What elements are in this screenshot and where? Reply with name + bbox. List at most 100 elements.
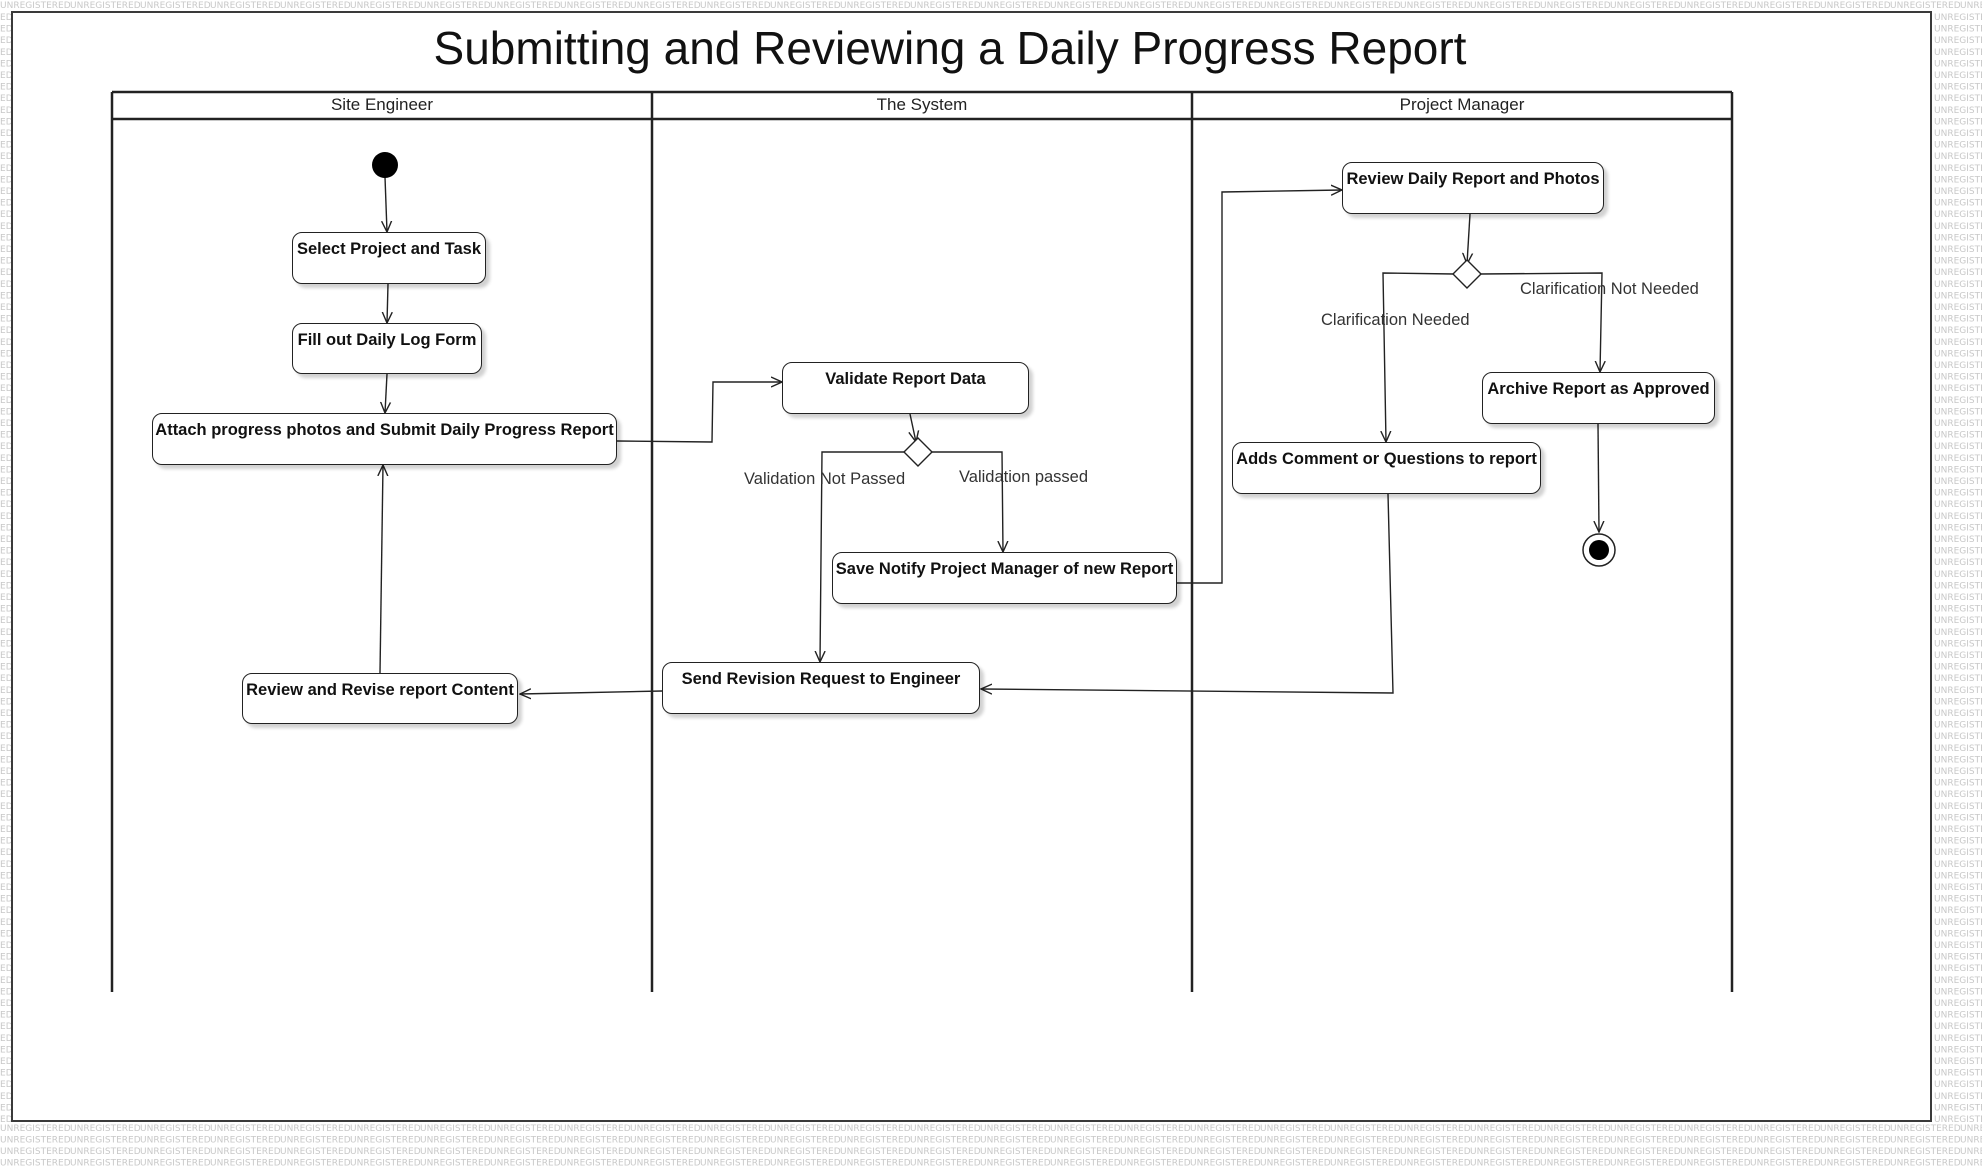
watermark-text: UNREGISTERED (1934, 407, 1982, 417)
watermark-text: UNREGISTERED (1750, 1159, 1821, 1169)
watermark-text: UNREGISTERED (0, 1103, 13, 1113)
watermark-text: UNREGISTERED (0, 1045, 13, 1055)
watermark-text: UNREGISTERED (0, 581, 13, 591)
watermark-text: UNREGISTERED (910, 1, 981, 11)
watermark-text: UNREGISTERED (0, 1034, 13, 1044)
flow-validation-passed (932, 451, 1003, 552)
watermark-text: UNREGISTERED (0, 1, 71, 11)
watermark-text: UNREGISTERED (1470, 1147, 1541, 1157)
watermark-text: UNREGISTERED (0, 616, 13, 626)
watermark-text: UNREGISTERED (1934, 848, 1982, 858)
watermark-text: UNREGISTERED (1934, 1092, 1982, 1102)
watermark-text: UNREGISTERED (1934, 233, 1982, 243)
watermark-text: UNREGISTERED (1934, 338, 1982, 348)
watermark-text: UNREGISTERED (1934, 523, 1982, 533)
watermark-text: UNREGISTERED (770, 1136, 841, 1146)
watermark-text: UNREGISTERED (1470, 1136, 1541, 1146)
watermark-text: UNREGISTERED (0, 663, 13, 673)
watermark-text: UNREGISTERED (1960, 1147, 1982, 1157)
lane-the-system: The System (876, 95, 968, 114)
watermark-text: UNREGISTERED (1934, 199, 1982, 209)
watermark-text: UNREGISTERED (350, 1124, 421, 1134)
watermark-text: UNREGISTERED (0, 465, 13, 475)
watermark-text: UNREGISTERED (1750, 1136, 1821, 1146)
watermark-text: UNREGISTERED (350, 1, 421, 11)
watermark-text: UNREGISTERED (0, 129, 13, 139)
watermark-text: UNREGISTERED (140, 1136, 211, 1146)
watermark-text: UNREGISTERED (630, 1136, 701, 1146)
watermark-text: UNREGISTERED (770, 1159, 841, 1169)
watermark-text: UNREGISTERED (1934, 1022, 1982, 1032)
watermark-text: UNREGISTERED (1190, 1136, 1261, 1146)
watermark-text: UNREGISTERED (1400, 1147, 1471, 1157)
watermark-text: UNREGISTERED (350, 1147, 421, 1157)
watermark-text: UNREGISTERED (0, 152, 13, 162)
watermark-text: UNREGISTERED (1820, 1147, 1891, 1157)
watermark-text: UNREGISTERED (910, 1124, 981, 1134)
watermark-text: UNREGISTERED (1750, 1147, 1821, 1157)
flow-start-to-select (385, 176, 387, 232)
watermark-text: UNREGISTERED (0, 106, 13, 116)
watermark-text: UNREGISTERED (0, 442, 13, 452)
action-review-and-revise-report: Review and Revise report Content (242, 673, 518, 724)
watermark-text: UNREGISTERED (910, 1159, 981, 1169)
watermark-text: UNREGISTERED (0, 779, 13, 789)
watermark-text: UNREGISTERED (910, 1136, 981, 1146)
watermark-text: UNREGISTERED (1934, 1011, 1982, 1021)
watermark-text: UNREGISTERED (1934, 465, 1982, 475)
action-fill-out-daily-log-form: Fill out Daily Log Form (292, 323, 482, 374)
watermark-text: UNREGISTERED (0, 349, 13, 359)
watermark-text: UNREGISTERED (700, 1124, 771, 1134)
watermark-text: UNREGISTERED (1934, 326, 1982, 336)
watermark-text: UNREGISTERED (0, 291, 13, 301)
action-validate-report-data: Validate Report Data (782, 362, 1029, 414)
watermark-text: UNREGISTERED (0, 1057, 13, 1067)
watermark-text: UNREGISTERED (490, 1147, 561, 1157)
watermark-text: UNREGISTERED (1934, 825, 1982, 835)
watermark-text: UNREGISTERED (0, 767, 13, 777)
watermark-text: UNREGISTERED (1260, 1147, 1331, 1157)
watermark-text: UNREGISTERED (0, 1124, 71, 1134)
watermark-text: UNREGISTERED (1934, 581, 1982, 591)
watermark-text: UNREGISTERED (0, 245, 13, 255)
watermark-text: UNREGISTERED (1680, 1, 1751, 11)
watermark-text: UNREGISTERED (0, 953, 13, 963)
watermark-text: UNREGISTERED (1934, 883, 1982, 893)
watermark-text: UNREGISTERED (0, 964, 13, 974)
watermark-text: UNREGISTERED (0, 570, 13, 580)
guard-validation-passed: Validation passed (959, 468, 1089, 486)
watermark-text: UNREGISTERED (0, 697, 13, 707)
watermark-text: UNREGISTERED (1934, 500, 1982, 510)
watermark-text: UNREGISTERED (1260, 1159, 1331, 1169)
watermark-text: UNREGISTERED (1934, 454, 1982, 464)
watermark-text: UNREGISTERED (1934, 1115, 1982, 1125)
flow-review-to-decision (1467, 213, 1470, 264)
watermark-text: UNREGISTERED (1934, 83, 1982, 93)
flow-validation-not-passed (820, 451, 904, 662)
watermark-text: UNREGISTERED (0, 628, 13, 638)
watermark-text: UNREGISTERED (1890, 1, 1961, 11)
watermark-text: UNREGISTERED (1934, 709, 1982, 719)
watermark-text: UNREGISTERED (1934, 547, 1982, 557)
watermark-text: UNREGISTERED (980, 1159, 1051, 1169)
watermark-text: UNREGISTERED (1934, 1103, 1982, 1113)
watermark-text: UNREGISTERED (1934, 721, 1982, 731)
diagram-title: Submitting and Reviewing a Daily Progres… (433, 22, 1467, 74)
flow-archive-to-end (1598, 423, 1599, 532)
watermark-text: UNREGISTERED (560, 1124, 631, 1134)
watermark-text: UNREGISTERED (0, 59, 13, 69)
watermark-text: UNREGISTERED (0, 987, 13, 997)
watermark-text: UNREGISTERED (1540, 1159, 1611, 1169)
watermark-text: UNREGISTERED (490, 1124, 561, 1134)
watermark-text: UNREGISTERED (1934, 976, 1982, 986)
watermark-text: UNREGISTERED (210, 1147, 281, 1157)
watermark-text: UNREGISTERED (1934, 257, 1982, 267)
watermark-text: UNREGISTERED (1050, 1124, 1121, 1134)
watermark-text: UNREGISTERED (1934, 48, 1982, 58)
watermark-text: UNREGISTERED (70, 1159, 141, 1169)
watermark-text: UNREGISTERED (840, 1136, 911, 1146)
watermark-text: UNREGISTERED (840, 1, 911, 11)
